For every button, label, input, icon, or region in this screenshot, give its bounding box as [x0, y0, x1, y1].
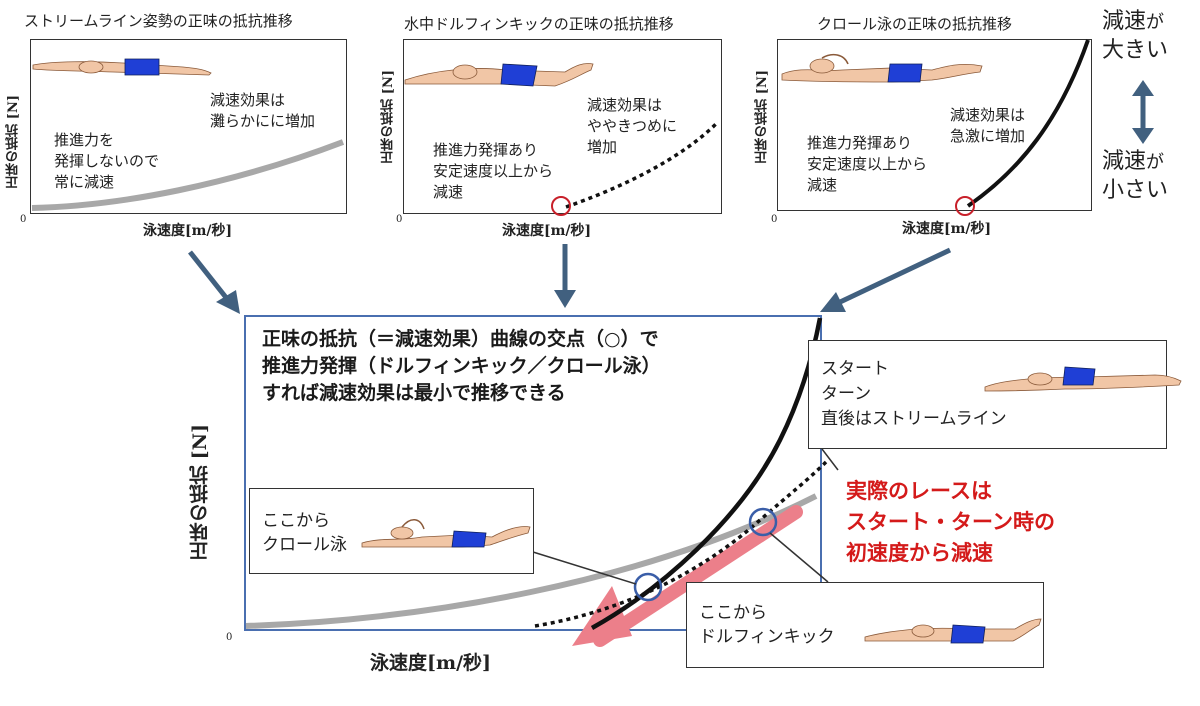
panel3-title: クロール泳の正味の抵抗推移: [817, 15, 1013, 33]
dolphin-swimmer-figure: [864, 618, 1042, 644]
scale-bottom-label: 減速が 小さい: [1102, 149, 1169, 203]
crawl-callout-pointer: [532, 551, 637, 585]
panel1-streamline-curve: [31, 139, 345, 211]
panel3-swimmer-figure: [781, 53, 983, 83]
main-headline: 正味の抵抗（＝減速効果）曲線の交点（○）で 推進力発揮（ドルフィンキック／クロー…: [262, 328, 661, 404]
panel1-note-effect: 減速効果は灘らかにに増加: [210, 91, 316, 130]
panel1-x-axis-label: 泳速度[m/秒]: [143, 223, 233, 239]
start-turn-callout: スタート ターン 直後はストリームライン: [808, 340, 1182, 449]
start-callout-pointer: [821, 448, 839, 471]
panel2-note-effect: 減速効果はややきつめに増加: [587, 96, 678, 156]
crawl-callout: ここから クロール泳: [249, 488, 534, 574]
panel3-intersection-circle: [955, 196, 975, 216]
main-dolphin-curve: [534, 460, 828, 628]
panel1-note-thrust: 推進力を発揮しないので常に減速: [54, 131, 160, 191]
panel3-note-effect: 減速効果は急激に増加: [950, 106, 1026, 145]
main-pink-race-arrow-shaft: [593, 505, 803, 647]
panel2-title: 水中ドルフィンキックの正味の抵抗推移: [404, 15, 674, 33]
panel2-swimmer-figure: [404, 63, 594, 87]
dolphin-callout-pointer: [769, 532, 829, 583]
panel2-intersection-circle: [551, 196, 571, 216]
panel1-title: ストリームライン姿勢の正味の抵抗推移: [24, 12, 293, 30]
main-plot-box: [244, 315, 822, 631]
panel3-x-axis-label: 泳速度[m/秒]: [902, 221, 992, 237]
start-swimmer-figure: [984, 366, 1182, 392]
scale-double-arrow: [1132, 80, 1154, 144]
main-dolphin-intersection-circle: [748, 507, 778, 537]
panel1-origin-label: 0: [20, 214, 27, 225]
panel2-x-axis-label: 泳速度[m/秒]: [502, 223, 592, 239]
panel-to-main-arrows: [188, 244, 952, 314]
panel3-note-thrust: 推進力発揮あり安定速度以上から減速: [807, 134, 928, 194]
scale-top-label: 減速が 大きい: [1102, 9, 1169, 63]
main-pink-race-arrowhead: [572, 586, 632, 646]
panel3-crawl-curve: [966, 39, 1090, 208]
main-origin-label: 0: [226, 632, 233, 643]
race-note: 実際のレースは スタート・ターン時の 初速度から減速: [846, 479, 1055, 565]
main-crawl-intersection-circle: [633, 572, 663, 602]
panel2-note-thrust: 推進力発揮あり安定速度以上から減速: [433, 141, 554, 201]
panel2-origin-label: 0: [396, 214, 403, 225]
dolphin-callout: ここから ドルフィンキック: [686, 582, 1044, 668]
crawl-swimmer-figure: [361, 519, 531, 548]
main-streamline-curve: [245, 493, 818, 629]
main-x-axis-label: 泳速度[m/秒]: [370, 652, 492, 674]
panel2-dolphin-curve: [565, 120, 720, 209]
panel1-swimmer-figure: [32, 58, 212, 76]
panel3-origin-label: 0: [771, 214, 778, 225]
